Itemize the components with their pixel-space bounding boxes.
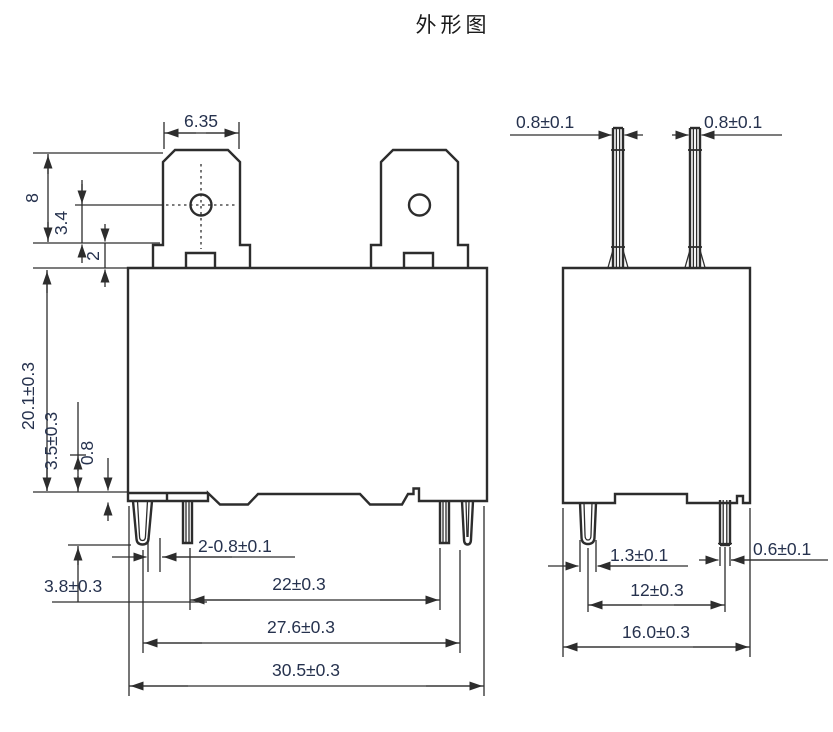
side-blade2-flare xyxy=(699,249,706,268)
side-body-outline xyxy=(561,266,752,505)
dim-terminal-width: 6.35 xyxy=(184,111,218,131)
terminal1-outline xyxy=(151,148,252,268)
front-pin4-outer xyxy=(460,500,475,546)
dim-hole-offset: 3.4 xyxy=(51,211,71,236)
side-blade2-flare xyxy=(684,249,691,268)
side-blade1-flare xyxy=(607,249,614,268)
side-view: 0.8±0.1 0.8±0.1 1.3±0.1 0.6±0.1 12±0.3 1 xyxy=(510,112,828,657)
front-view: 6.35 8 3.4 2 20.1±0.3 3.5±0.3 0.8 xyxy=(18,111,489,696)
dim-pin-length: 3.8±0.3 xyxy=(44,576,102,596)
dim-pin-thickness: 0.6±0.1 xyxy=(753,539,811,559)
terminal1-tab xyxy=(184,251,217,268)
side-pin1-inner xyxy=(583,502,593,541)
side-blade1-flare xyxy=(622,249,629,268)
terminal2-hole xyxy=(407,193,432,217)
drawing-title: 外形图 xyxy=(416,14,491,37)
front-pin3-outline xyxy=(438,500,451,545)
front-pin1-inner xyxy=(136,500,149,542)
dim-blade-thickness-right: 0.8±0.1 xyxy=(704,112,762,132)
dim-body-depth: 16.0±0.3 xyxy=(622,622,690,642)
dim-blade-thickness-left: 0.8±0.1 xyxy=(516,112,574,132)
terminal2-tab xyxy=(402,251,435,268)
dim-flange-thickness: 0.8 xyxy=(77,441,97,465)
dim-body-height: 20.1±0.3 xyxy=(18,362,38,430)
dim-terminal-base-height: 2 xyxy=(83,251,103,261)
dim-pin-width: 1.3±0.1 xyxy=(610,545,668,565)
front-pin2-outline xyxy=(181,500,194,545)
terminal2-outline xyxy=(369,148,470,268)
dim-outer-pin-pitch: 27.6±0.3 xyxy=(267,617,335,637)
dim-standoff-height: 3.5±0.3 xyxy=(41,412,61,470)
side-pin1-outer xyxy=(578,502,598,546)
dim-terminal-height: 8 xyxy=(22,193,42,203)
dim-body-width: 30.5±0.3 xyxy=(272,660,340,680)
front-pin1-outer xyxy=(131,500,154,546)
dim-coil-pin-width: 2-0.8±0.1 xyxy=(198,536,272,556)
dim-side-pin-pitch: 12±0.3 xyxy=(630,580,683,600)
dim-inner-pin-pitch: 22±0.3 xyxy=(272,574,325,594)
front-body-outline xyxy=(126,266,489,506)
front-pin4-inner xyxy=(465,500,470,538)
